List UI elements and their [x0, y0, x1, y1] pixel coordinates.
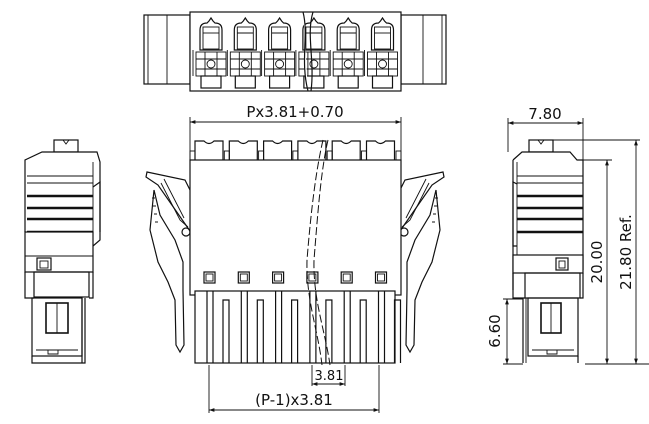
- dim-overall-length: Px3.81+0.70: [246, 103, 343, 121]
- right-side-view: 7.80 20.00 21.80 Ref. 6.60: [486, 105, 649, 365]
- front-pin-finger: [275, 291, 299, 363]
- front-window: [237, 271, 250, 284]
- front-pin-finger: [309, 291, 333, 363]
- right-view-window: [555, 257, 569, 271]
- front-top-cell: [361, 140, 396, 161]
- front-window: [374, 271, 388, 284]
- left-latch: [145, 171, 191, 354]
- front-top-cell: [189, 140, 224, 161]
- dim-total-height: 21.80 Ref.: [617, 214, 635, 290]
- front-pin-section: [194, 290, 396, 364]
- top-view: [143, 11, 447, 92]
- front-top-cell: [326, 140, 361, 161]
- front-pin-finger: [377, 291, 402, 363]
- front-window: [340, 271, 353, 284]
- top-terminal-cell: [226, 16, 261, 89]
- front-window: [272, 271, 285, 284]
- top-terminal-cell: [364, 16, 398, 89]
- dim-pin-length: 6.60: [486, 314, 504, 347]
- top-terminal-cell: [295, 16, 330, 89]
- front-pin-finger: [343, 291, 367, 363]
- dim-width: 7.80: [528, 105, 561, 123]
- top-terminal-cell: [329, 16, 364, 89]
- front-top-cell: [223, 140, 258, 161]
- front-window: [203, 271, 216, 284]
- dim-pin-span: (P-1)x3.81: [255, 391, 333, 409]
- top-terminal-cell: [261, 16, 296, 89]
- dim-pitch: 3.81: [315, 369, 344, 384]
- left-view-window: [36, 257, 52, 271]
- left-side-view: [24, 139, 101, 364]
- front-top-cell: [258, 140, 293, 161]
- front-pin-finger: [240, 291, 264, 363]
- top-terminal-cell: [192, 16, 227, 89]
- front-view: Px3.81+0.70 3.81 (P-1)x3.81: [145, 103, 445, 413]
- top-right-endcap: [400, 14, 447, 85]
- front-top-cell: [292, 140, 327, 161]
- right-latch: [399, 171, 445, 354]
- front-pin-finger: [206, 291, 230, 363]
- dim-height: 20.00: [588, 241, 606, 284]
- front-body: [189, 159, 402, 296]
